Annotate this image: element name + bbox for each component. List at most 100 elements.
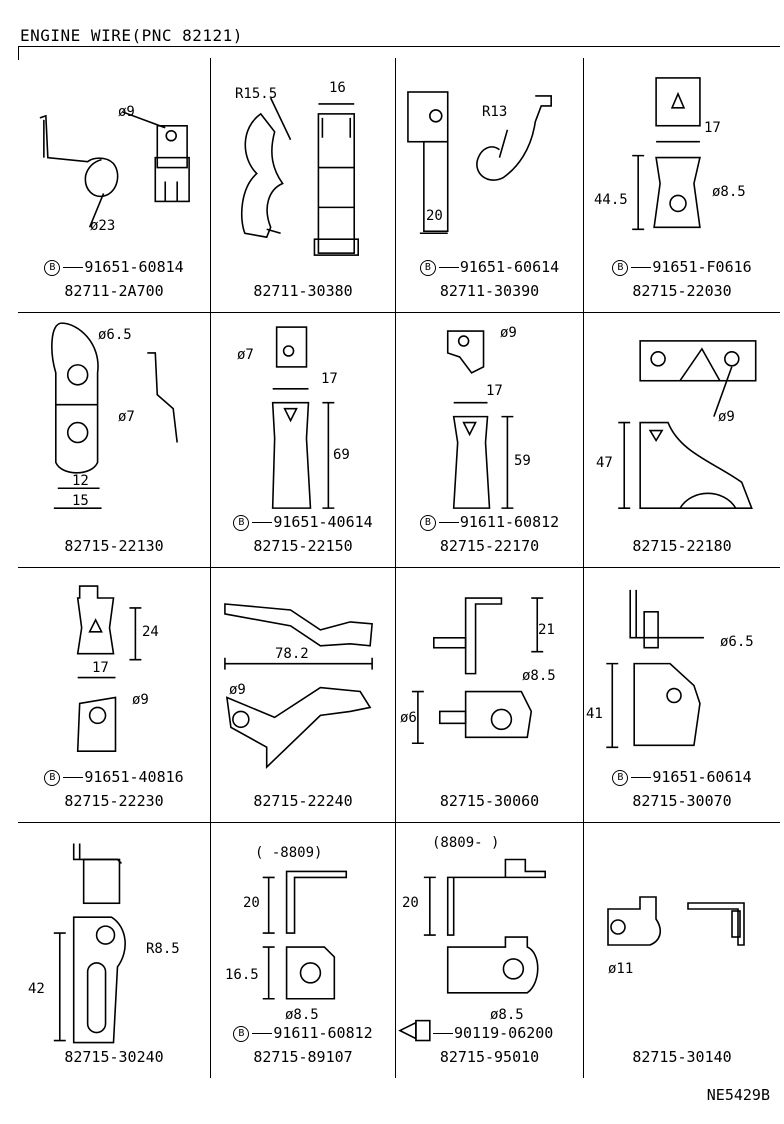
clip-callout: 90119-06200 bbox=[432, 1024, 583, 1042]
frame-top-line bbox=[18, 46, 780, 47]
part-drawing-15 bbox=[398, 858, 546, 1042]
part-drawing-4 bbox=[632, 77, 701, 231]
part-number: 82715-22030 bbox=[632, 282, 732, 300]
dim-label: 12 bbox=[72, 473, 89, 489]
dim-label: 47 bbox=[596, 455, 613, 471]
dim-label: ( -8809) bbox=[255, 845, 323, 861]
part-drawing-14 bbox=[262, 870, 348, 1000]
part-number: 82711-30390 bbox=[439, 282, 540, 300]
part-drawing-7 bbox=[446, 330, 514, 509]
part-cell-8[interactable]: ø9 47 82715-22180 bbox=[584, 313, 780, 568]
bolt-symbol-icon: B bbox=[44, 769, 61, 786]
part-drawing-13 bbox=[53, 843, 126, 1044]
dim-label: R15.5 bbox=[235, 86, 278, 102]
part-number: 82715-22180 bbox=[632, 537, 732, 555]
dim-label: 44.5 bbox=[594, 192, 628, 208]
part-number: 82715-95010 bbox=[439, 1048, 540, 1066]
dim-label: ø23 bbox=[90, 218, 116, 234]
dim-label: ø9 bbox=[718, 409, 735, 425]
dim-label: 24 bbox=[142, 624, 159, 640]
bolt-symbol-icon: B bbox=[44, 259, 61, 276]
dim-label: ø9 bbox=[132, 692, 149, 708]
dim-label: ø8.5 bbox=[712, 184, 746, 200]
drawing-code: NE5429B bbox=[706, 1086, 770, 1104]
dim-label: 17 bbox=[486, 383, 503, 399]
dim-label: ø9 bbox=[229, 682, 246, 698]
dim-label: 20 bbox=[402, 895, 419, 911]
part-number: 82715-22130 bbox=[64, 537, 164, 555]
part-drawing-8 bbox=[618, 340, 757, 510]
bolt-symbol-icon: B bbox=[419, 514, 436, 531]
dim-label: ø9 bbox=[500, 325, 517, 341]
part-drawing-2 bbox=[240, 97, 359, 256]
part-drawing-12 bbox=[606, 589, 704, 749]
dim-label: 20 bbox=[243, 895, 260, 911]
frame-left-tick bbox=[18, 46, 19, 60]
dim-label: 78.2 bbox=[275, 646, 309, 662]
dim-label: R13 bbox=[482, 104, 508, 120]
part-drawing-11 bbox=[411, 597, 544, 745]
bolt-symbol-icon: B bbox=[612, 259, 629, 276]
dim-label: 69 bbox=[333, 447, 350, 463]
dim-label: 17 bbox=[321, 371, 338, 387]
part-number: 82715-30060 bbox=[439, 792, 540, 810]
part-drawing-9 bbox=[76, 585, 142, 753]
part-number: 82711-2A700 bbox=[64, 282, 164, 300]
dim-label: ø6.5 bbox=[98, 327, 132, 343]
dim-label: 41 bbox=[586, 706, 603, 722]
bolt-symbol-icon: B bbox=[419, 259, 436, 276]
dim-label: 16 bbox=[329, 80, 346, 96]
part-number: 82715-30140 bbox=[632, 1048, 732, 1066]
part-cell-2[interactable]: R15.5 16 82711-30380 bbox=[211, 58, 396, 313]
part-number: 82715-22150 bbox=[253, 537, 353, 555]
dim-label: 42 bbox=[28, 981, 45, 997]
dim-label: 59 bbox=[514, 453, 531, 469]
part-cell-10[interactable]: 78.2 ø9 82715-22240 bbox=[211, 568, 396, 823]
part-drawing-10 bbox=[224, 603, 373, 769]
dim-label: ø6 bbox=[400, 710, 417, 726]
dim-label: ø8.5 bbox=[285, 1007, 319, 1023]
dim-label: ø11 bbox=[608, 961, 634, 977]
dim-label: 16.5 bbox=[225, 967, 259, 983]
part-drawing-6 bbox=[271, 326, 335, 509]
part-drawing-16 bbox=[607, 896, 745, 946]
part-cell-5[interactable]: ø6.5 ø7 12 15 82715-22130 bbox=[18, 313, 211, 568]
diagram-title: ENGINE WIRE(PNC 82121) bbox=[20, 26, 243, 45]
bolt-symbol-icon: B bbox=[233, 514, 250, 531]
part-cell-11[interactable]: 21 ø8.5 ø6 82715-30060 bbox=[396, 568, 584, 823]
part-number: 82715-22240 bbox=[253, 792, 353, 810]
part-number: 82715-22230 bbox=[64, 792, 164, 810]
dim-label: ø8.5 bbox=[490, 1007, 524, 1023]
bolt-symbol-icon: B bbox=[233, 1025, 250, 1042]
bolt-symbol-icon: B bbox=[612, 769, 629, 786]
part-number: 82715-22170 bbox=[439, 537, 540, 555]
part-cell-15[interactable]: (8809- ) 20 ø8.5 90119-06200 82715-95010 bbox=[396, 823, 584, 1078]
part-cell-16[interactable]: ø11 82715-30140 bbox=[584, 823, 780, 1078]
part-number: 82715-30240 bbox=[64, 1048, 164, 1066]
dim-label: ø7 bbox=[237, 347, 254, 363]
part-cell-13[interactable]: R8.5 42 82715-30240 bbox=[18, 823, 211, 1078]
dim-label: 15 bbox=[72, 493, 89, 509]
part-number: 82715-30070 bbox=[632, 792, 732, 810]
dim-label: ø7 bbox=[118, 409, 135, 425]
dim-label: 17 bbox=[704, 120, 721, 136]
dim-label: ø8.5 bbox=[522, 668, 556, 684]
part-drawing-1 bbox=[39, 111, 190, 228]
dim-label: ø9 bbox=[118, 104, 135, 120]
part-drawing-3 bbox=[407, 91, 552, 235]
dim-label: ø6.5 bbox=[720, 634, 754, 650]
